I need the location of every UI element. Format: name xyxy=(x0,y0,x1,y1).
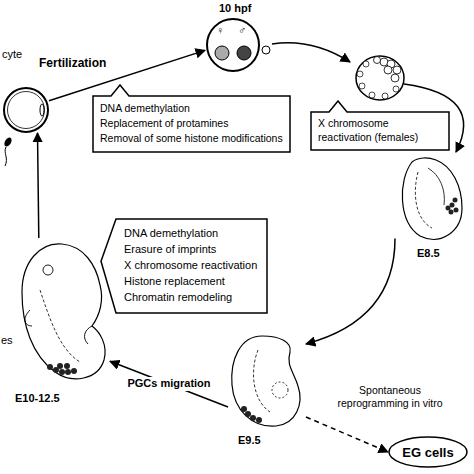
zygote-stage: 10 hpf xyxy=(205,18,263,72)
stage-arrow xyxy=(272,43,350,62)
oocyte-drawing xyxy=(3,88,48,166)
event-box: DNA demethylationReplacement of protamin… xyxy=(92,84,291,153)
box-text: Histone replacement xyxy=(124,274,257,290)
oocyte-stage: Fertilization xyxy=(3,87,49,133)
embryo-stage: E10-12.5 xyxy=(15,238,110,383)
box-text: Removal of some histone modifications xyxy=(100,131,283,146)
event-box: DNA demethylationErasure of imprintsX ch… xyxy=(100,218,267,314)
cut-label: cyte xyxy=(2,48,22,61)
embryo-e8-drawing xyxy=(402,158,462,239)
stage-label: E10-12.5 xyxy=(15,392,60,405)
connector xyxy=(306,239,395,344)
embryo-stage: E9.5 xyxy=(228,332,306,432)
sex-symbol: ♀ xyxy=(216,24,224,37)
box-shape xyxy=(93,85,290,152)
box-text: X chromosome reactivation xyxy=(124,258,257,274)
box-text: Chromatin remodeling xyxy=(124,290,257,306)
cell-ellipse: EG cells xyxy=(388,436,468,468)
connector xyxy=(110,361,228,407)
box-text: Replacement of protamines xyxy=(100,116,283,131)
zygote-drawing xyxy=(207,19,270,71)
box-shape xyxy=(311,101,449,150)
ellipse-text: EG cells xyxy=(402,445,453,460)
box-text: DNA demethylation xyxy=(100,101,283,116)
connector xyxy=(38,133,39,238)
ellipse-shape xyxy=(389,437,467,467)
box-text: Erasure of imprints xyxy=(124,242,257,258)
event-box: X chromosome reactivation (females) xyxy=(310,100,450,150)
stage-label: E8.5 xyxy=(417,247,440,260)
stage-label: Fertilization xyxy=(39,56,106,70)
sex-symbol: ♂ xyxy=(238,24,246,37)
stage-label: E9.5 xyxy=(238,434,261,447)
edge-label: PGCs migration xyxy=(125,377,212,390)
box-shape xyxy=(101,219,267,313)
blastocyst-drawing xyxy=(356,56,404,100)
box-text: X chromosome reactivation (females) xyxy=(318,117,442,144)
cut-label: es xyxy=(1,334,13,347)
embryo-stage: E8.5 xyxy=(395,155,467,243)
box-text: DNA demethylation xyxy=(124,226,257,242)
stage-label: 10 hpf xyxy=(219,2,251,15)
connector xyxy=(306,417,388,452)
edge-label: Spontaneous reprogramming in vitro xyxy=(330,384,450,409)
embryo-e10-drawing xyxy=(22,244,105,379)
embryo-e9-drawing xyxy=(232,336,300,426)
